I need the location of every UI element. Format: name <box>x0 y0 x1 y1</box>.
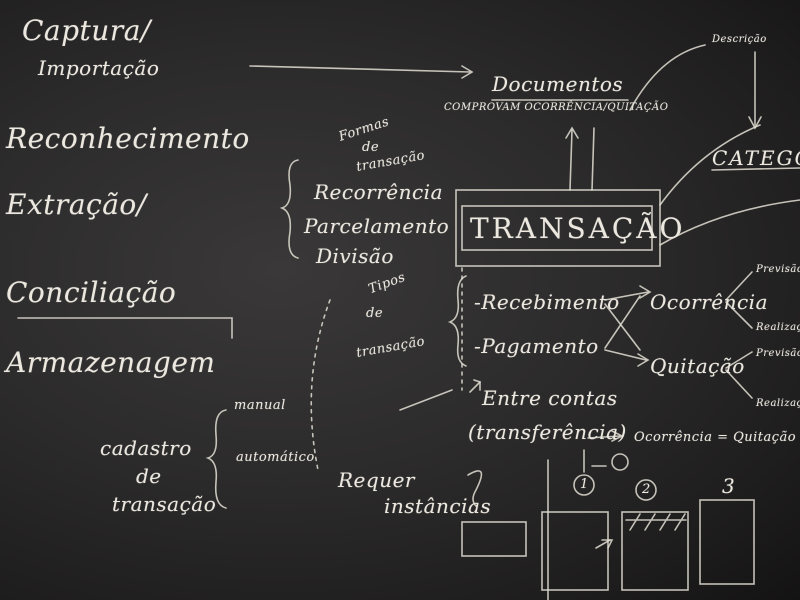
instance-number-1: 1 <box>580 477 589 492</box>
list-item-reconhecimento: Reconhecimento <box>6 122 250 155</box>
list-item-captura: Captura/ <box>22 14 151 47</box>
requer-label-2: instâncias <box>384 494 492 518</box>
formas-item-divisao: Divisão <box>316 244 394 268</box>
tipo-transferencia: (transferência) <box>468 420 627 444</box>
tipo-entre-contas: Entre contas <box>482 386 618 410</box>
equation-label: Ocorrência = Quitação <box>634 430 797 445</box>
list-item-importacao: Importação <box>38 56 160 80</box>
list-item-conciliacao: Conciliação <box>6 276 177 309</box>
documentos-title: Documentos <box>492 72 624 96</box>
tipos-label-2: de <box>366 306 384 321</box>
ocorrencia-label: Ocorrência <box>650 290 768 314</box>
tipo-recebimento: -Recebimento <box>474 290 620 314</box>
cadastro-label-3: transação <box>112 492 217 516</box>
quitacao-label: Quitação <box>650 354 745 378</box>
cadastro-item-manual: manual <box>234 398 286 413</box>
documentos-subtitle: COMPROVAM OCORRÊNCIA/QUITAÇÃO <box>444 102 669 113</box>
instance-number-3: 3 <box>722 474 736 498</box>
tipo-pagamento: -Pagamento <box>474 334 599 358</box>
formas-label-2: de <box>362 140 380 155</box>
cadastro-label-2: de <box>136 464 162 488</box>
right-fragment-2: Realização <box>756 322 800 333</box>
right-fragment-4: Realização <box>756 398 800 409</box>
descricao-label: Descrição <box>712 34 767 45</box>
right-fragment-1: Previsão <box>756 264 800 275</box>
categoria-label: CATEGORI <box>712 146 800 170</box>
cadastro-item-automatico: automático <box>236 450 315 465</box>
right-fragment-3: Previsão <box>756 348 800 359</box>
cadastro-label-1: cadastro <box>100 436 192 460</box>
instance-number-2: 2 <box>642 482 651 497</box>
formas-item-parcelamento: Parcelamento <box>304 214 450 238</box>
list-item-armazenagem: Armazenagem <box>6 346 216 379</box>
list-item-extracao: Extração/ <box>6 188 147 221</box>
formas-item-recorrencia: Recorrência <box>314 180 443 204</box>
transacao-title: TRANSAÇÃO <box>470 212 686 245</box>
requer-label-1: Requer <box>338 468 415 492</box>
